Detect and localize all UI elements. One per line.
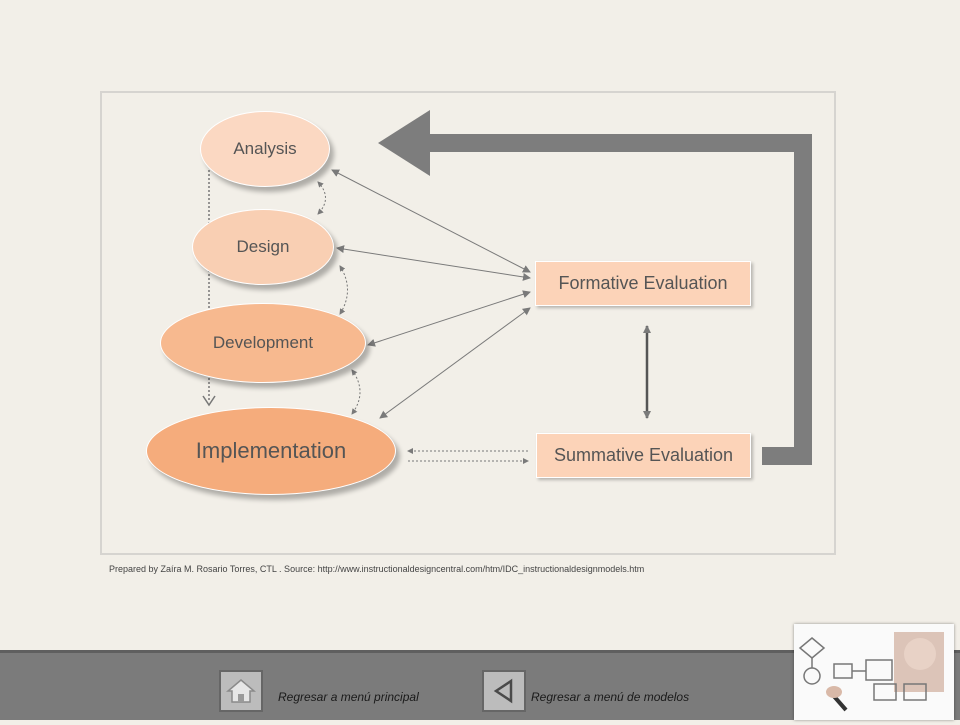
source-credit: Prepared by Zaíra M. Rosario Torres, CTL… <box>109 564 645 574</box>
back-to-models-button[interactable] <box>482 670 526 712</box>
sequence-arrowhead <box>202 395 216 407</box>
home-button[interactable] <box>219 670 263 712</box>
flowchart-thumbnail-image <box>794 624 954 720</box>
flowchart-sketch-icon <box>794 624 954 720</box>
diagram-frame <box>100 91 836 555</box>
home-icon <box>226 679 256 703</box>
link-design-development <box>339 265 348 315</box>
feedback-arrowhead <box>378 110 430 176</box>
models-link[interactable]: Regresar a menú de modelos <box>531 690 690 704</box>
link-analysis-design <box>317 181 326 215</box>
home-link[interactable]: Regresar a menú principal <box>278 690 419 704</box>
phase-design-label: Design <box>236 237 290 256</box>
arrow-implementation-formative <box>379 307 531 419</box>
arrow-development-formative <box>367 290 531 347</box>
phase-analysis: Analysis <box>200 111 330 187</box>
footer-stripe <box>0 650 960 653</box>
phase-design: Design <box>192 209 334 285</box>
phase-development: Development <box>160 303 366 383</box>
phase-implementation: Implementation <box>146 407 396 495</box>
phase-implementation-label: Implementation <box>195 438 347 463</box>
phase-development-label: Development <box>212 333 314 352</box>
link-development-implementation <box>351 369 361 415</box>
phase-analysis-label: Analysis <box>233 139 297 158</box>
formative-evaluation-box: Formative Evaluation <box>535 261 751 306</box>
arrow-design-formative <box>336 245 531 281</box>
arrow-analysis-formative <box>331 169 531 273</box>
summative-evaluation-label: Summative Evaluation <box>553 445 734 465</box>
summative-evaluation-box: Summative Evaluation <box>536 433 751 478</box>
formative-evaluation-label: Formative Evaluation <box>558 273 728 293</box>
back-triangle-icon <box>493 678 513 704</box>
feedback-arrow <box>428 134 812 465</box>
